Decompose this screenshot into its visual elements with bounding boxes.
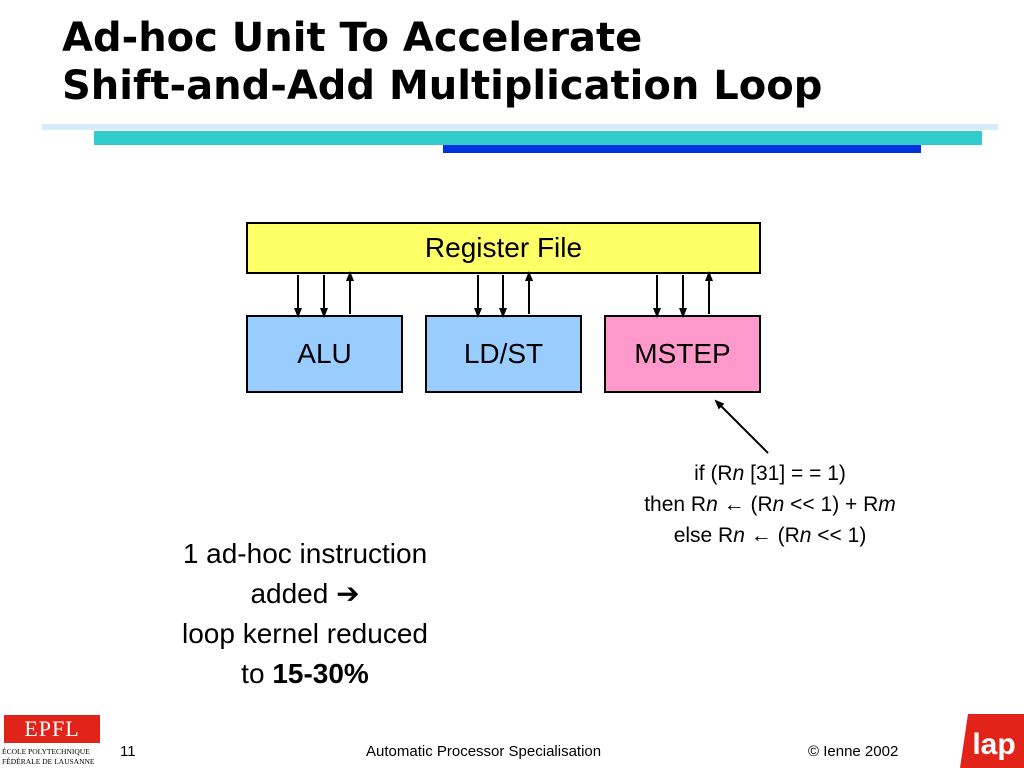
alu-box: ALU	[246, 315, 403, 393]
code-line-3: else Rn ← (Rn << 1)	[673, 524, 867, 547]
right-arrow-icon: ➔	[336, 578, 360, 609]
summary-text: 1 ad-hoc instruction added ➔ loop kernel…	[130, 534, 480, 694]
left-arrow-icon: ←	[717, 493, 751, 516]
epfl-logo: EPFL ÉCOLE POLYTECHNIQUE FÉDÉRALE DE LAU…	[0, 715, 110, 768]
summary-line-3: loop kernel reduced	[182, 618, 428, 649]
register-file-box: Register File	[246, 222, 761, 274]
ldst-label: LD/ST	[463, 338, 544, 369]
title-line-1: Ad-hoc Unit To Accelerate	[62, 15, 643, 61]
mstep-pointer-arrow	[714, 399, 769, 454]
lap-logo-text: lap	[972, 728, 1015, 761]
summary-line-2: added ➔	[250, 578, 360, 609]
epfl-logo-text-1: ÉCOLE POLYTECHNIQUE	[2, 747, 90, 756]
title-underline-cyan	[94, 131, 982, 145]
mstep-label: MSTEP	[634, 338, 731, 369]
footer-title: Automatic Processor Specialisation	[366, 743, 602, 760]
footer-copyright: © Ienne 2002	[808, 743, 899, 760]
lap-logo: lap	[960, 714, 1024, 768]
page-number: 11	[120, 743, 136, 760]
ldst-box: LD/ST	[425, 315, 582, 393]
code-line-1: if (Rn [31] = = 1)	[694, 462, 846, 485]
epfl-logo-text-2: FÉDÉRALE DE LAUSANNE	[2, 757, 95, 766]
code-line-2: then Rn ← (Rn << 1) + Rm	[644, 493, 896, 516]
mstep-semantics: if (Rn [31] = = 1) then Rn ← (Rn << 1) +…	[590, 458, 950, 551]
title-line-2: Shift-and-Add Multiplication Loop	[62, 63, 823, 109]
summary-line-1: 1 ad-hoc instruction	[182, 538, 428, 569]
alu-label: ALU	[297, 338, 352, 369]
left-arrow-icon: ←	[744, 524, 778, 547]
register-file-label: Register File	[424, 232, 583, 263]
reduction-value: 15-30%	[272, 658, 369, 689]
mstep-box: MSTEP	[604, 315, 761, 393]
title-underline-blue	[443, 145, 921, 153]
slide-title: Ad-hoc Unit To Accelerate Shift-and-Add …	[62, 14, 822, 110]
summary-line-4: to 15-30%	[241, 658, 369, 689]
epfl-logo-mark: EPFL	[24, 716, 80, 741]
title-underline-light	[42, 124, 998, 130]
